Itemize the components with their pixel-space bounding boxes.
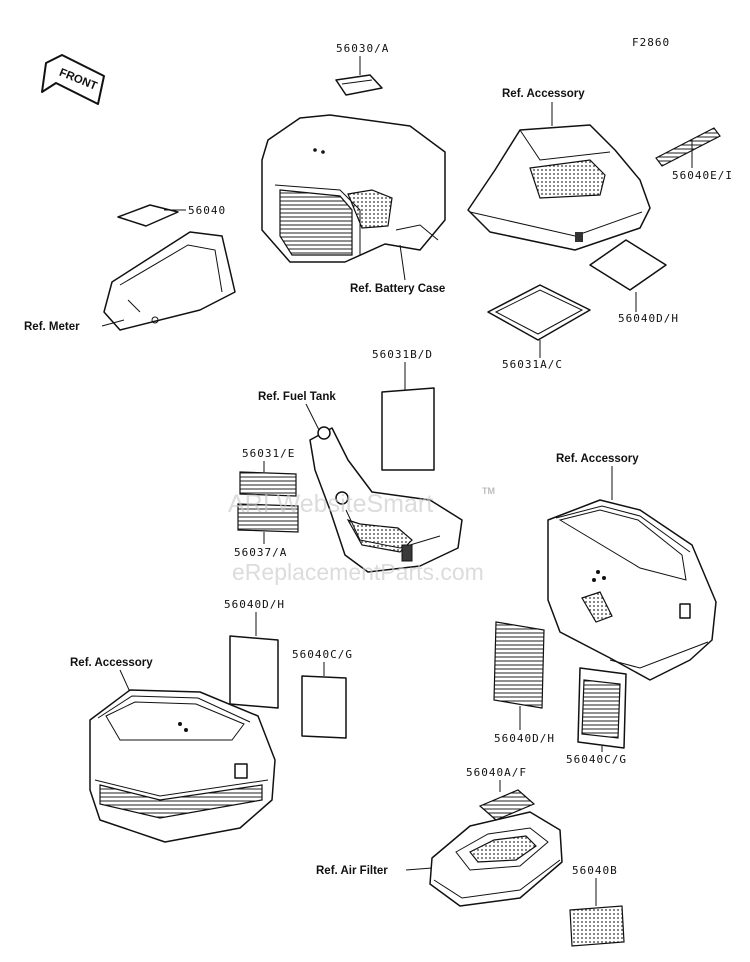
label-56031e: 56031/E bbox=[242, 447, 295, 460]
leader-fuel-tank bbox=[305, 403, 321, 433]
label-56040ei: 56040E/I bbox=[672, 169, 733, 182]
label-56040cg-right: 56040C/G bbox=[566, 753, 627, 766]
label-plate-56040 bbox=[117, 204, 179, 227]
battery-case-part bbox=[261, 114, 446, 263]
label-56031bd: 56031B/D bbox=[372, 348, 433, 361]
label-56040dh-right: 56040D/H bbox=[494, 732, 555, 745]
fuel-tank-part bbox=[309, 426, 463, 573]
label-plate-56031bd bbox=[381, 387, 435, 471]
label-56040cg-mid: 56040C/G bbox=[292, 648, 353, 661]
accessory-top-case-part bbox=[467, 124, 651, 251]
front-arrow-icon: FRONT bbox=[41, 54, 105, 105]
leader-air-filter bbox=[405, 867, 433, 871]
label-strip-56040ei bbox=[655, 127, 721, 167]
label-56040af: 56040A/F bbox=[466, 766, 527, 779]
label-ref-accessory-left: Ref. Accessory bbox=[70, 657, 153, 669]
label-plate-56040dh-right bbox=[493, 621, 545, 709]
label-ref-air-filter: Ref. Air Filter bbox=[316, 865, 388, 877]
figure-code: F2860 bbox=[632, 36, 670, 49]
label-plate-56040af bbox=[478, 789, 536, 821]
watermark-tm: TM bbox=[482, 486, 495, 496]
watermark-primary: ARI WebsiteSmart bbox=[228, 490, 433, 518]
label-plate-56040dh-top bbox=[589, 239, 667, 291]
label-plate-56037a bbox=[237, 503, 299, 533]
label-ref-accessory-right: Ref. Accessory bbox=[556, 453, 639, 465]
label-plate-56040dh-mid bbox=[229, 635, 279, 709]
label-plate-56040cg-right bbox=[577, 667, 627, 749]
label-56040b: 56040B bbox=[572, 864, 618, 877]
label-ref-meter: Ref. Meter bbox=[24, 321, 80, 333]
label-ref-fuel-tank: Ref. Fuel Tank bbox=[258, 391, 336, 403]
label-plate-56040cg-mid bbox=[301, 675, 347, 739]
accessory-left-case-part bbox=[89, 689, 276, 843]
label-56040dh-mid: 56040D/H bbox=[224, 598, 285, 611]
label-ref-accessory-top: Ref. Accessory bbox=[502, 88, 585, 100]
leader-battery-case bbox=[399, 244, 406, 281]
label-plate-56031e bbox=[239, 471, 297, 497]
label-ref-battery-case: Ref. Battery Case bbox=[350, 283, 445, 295]
leader-ref-meter bbox=[101, 319, 125, 327]
leader-accessory-left bbox=[119, 669, 131, 693]
accessory-right-case-part bbox=[547, 499, 717, 681]
watermark-secondary: eReplacementParts.com bbox=[232, 559, 484, 585]
label-56040dh-top: 56040D/H bbox=[618, 312, 679, 325]
label-56031ac: 56031A/C bbox=[502, 358, 563, 371]
label-56037a: 56037/A bbox=[234, 546, 287, 559]
label-plate-56040b bbox=[569, 905, 625, 947]
label-plate-56031ac bbox=[487, 284, 591, 341]
meter-part bbox=[103, 231, 236, 331]
air-filter-part bbox=[429, 811, 563, 907]
label-56040: 56040 bbox=[188, 204, 226, 217]
label-56030a: 56030/A bbox=[336, 42, 389, 55]
label-plate-56030a bbox=[335, 74, 383, 96]
